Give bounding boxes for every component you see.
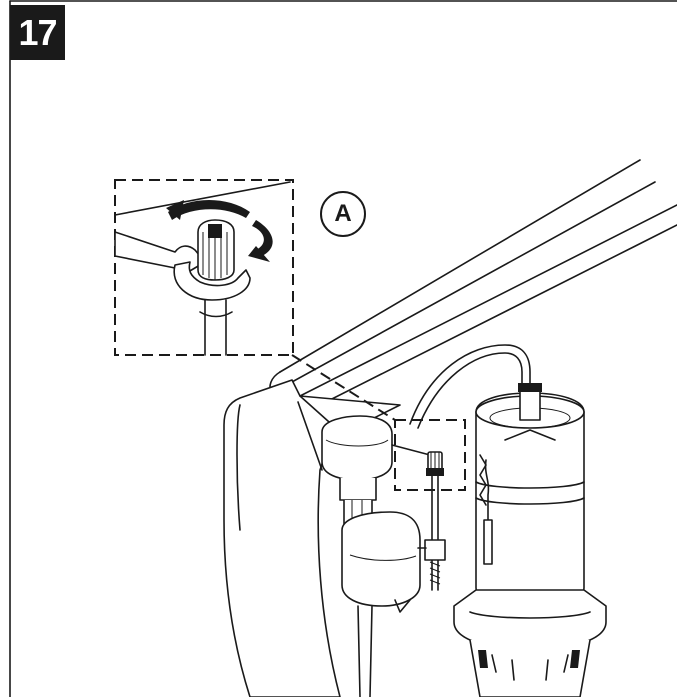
adjustment-rod [417, 451, 446, 591]
nut-icon [197, 219, 235, 281]
curved-double-arrow-icon [168, 200, 250, 220]
fill-valve [321, 415, 431, 697]
wrench-icon [114, 231, 206, 279]
detail-view [114, 181, 291, 356]
detail-box [114, 179, 294, 356]
step-number-badge: 17 [10, 5, 65, 60]
target-box [394, 419, 466, 491]
panel-frame [9, 0, 677, 697]
tank-wall [223, 379, 401, 697]
refill-tube [409, 344, 531, 429]
leader-line [291, 354, 396, 421]
callout-label-a: A [320, 191, 366, 237]
tank-rim [269, 159, 677, 411]
flush-valve [453, 383, 607, 697]
